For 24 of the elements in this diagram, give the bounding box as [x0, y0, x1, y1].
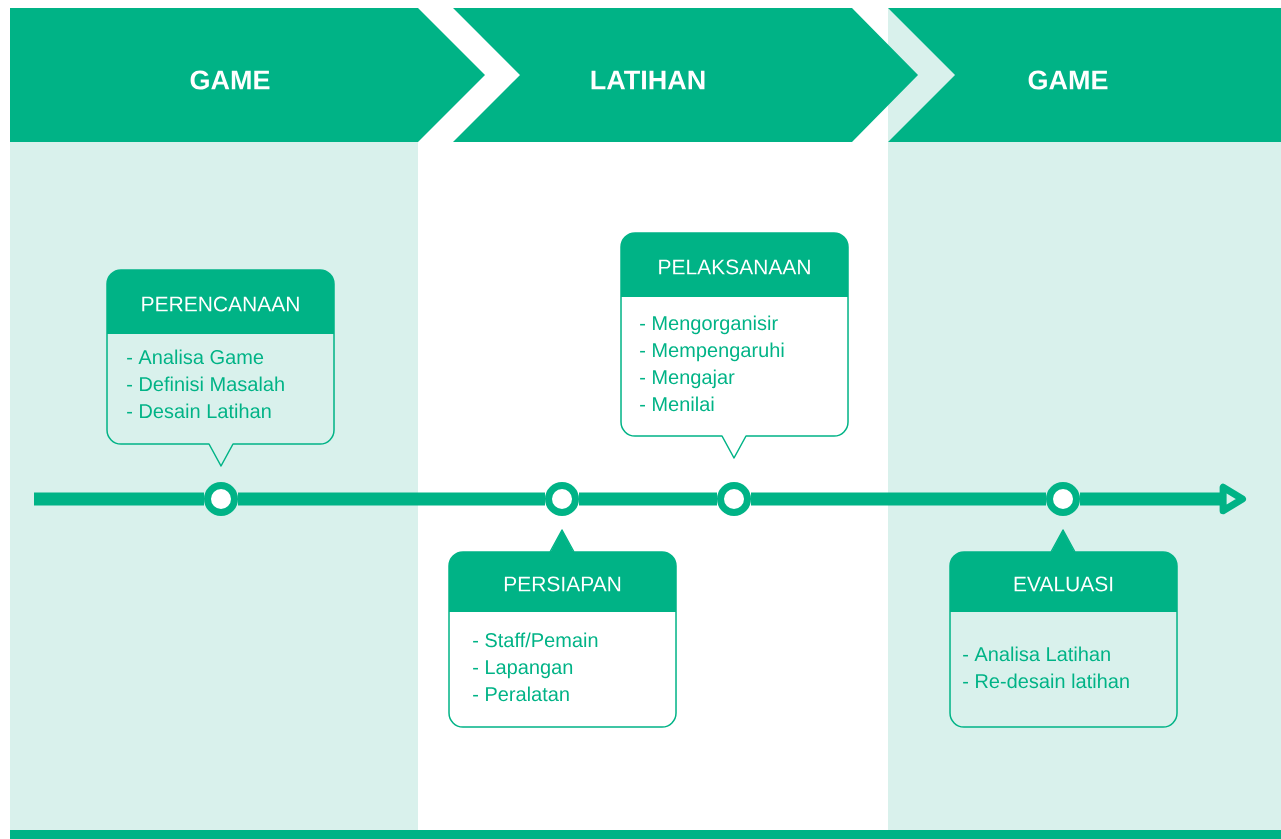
callout-heading: PELAKSANAAN: [659, 259, 810, 275]
list-item: - Desain Latihan: [127, 403, 271, 419]
list-item: - Definisi Masalah: [127, 376, 284, 392]
list-item: - Menilai: [640, 396, 714, 412]
list-item: - Mengorganisir: [640, 315, 778, 335]
list-item: - Mengajar: [640, 369, 735, 389]
callout-heading: EVALUASI: [1014, 576, 1113, 592]
timeline-point: [204, 482, 238, 516]
timeline-point: [1046, 482, 1080, 516]
list-item: - Peralatan: [473, 686, 569, 702]
list-item: - Analisa Game: [127, 349, 264, 365]
callout-heading: PERENCANAAN: [142, 296, 299, 312]
list-item: - Analisa Latihan: [963, 646, 1110, 662]
list-item: - Mempengaruhi: [640, 342, 784, 362]
list-item: - Lapangan: [473, 660, 573, 679]
list-item: - Staff/Pemain: [473, 632, 598, 648]
chevron-band: LATIHAN: [453, 8, 918, 142]
timeline-point: [545, 482, 579, 516]
callout-heading: PERSIAPAN: [504, 576, 621, 592]
timeline-point: [717, 482, 751, 516]
timeline-arrow: [1080, 483, 1246, 515]
chevron-band: GAME: [888, 8, 1281, 142]
chevron-band: GAME: [10, 8, 485, 142]
list-item: - Re-desain latihan: [963, 673, 1129, 689]
